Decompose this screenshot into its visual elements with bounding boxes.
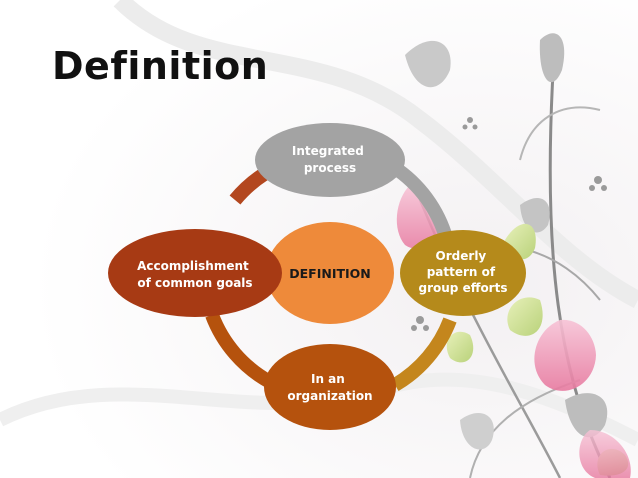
node-accomplishment xyxy=(108,229,282,317)
node-integrated-process xyxy=(255,123,405,197)
svg-text:Accomplishment of common: Accomplishment of common goals xyxy=(137,259,253,290)
node-accomplishment-line-2: of common goals xyxy=(137,276,252,290)
node-orderly-pattern xyxy=(400,230,526,316)
node-in-an-organization-line-2: organization xyxy=(287,389,372,403)
center-node-label: DEFINITION xyxy=(289,266,370,281)
node-integrated-process-line-2: process xyxy=(304,161,356,175)
node-in-an-organization xyxy=(264,344,396,430)
node-orderly-pattern-line-2: pattern of xyxy=(427,265,496,279)
node-accomplishment-line-1: Accomplishment xyxy=(137,259,249,273)
ring-arc-bottom-left xyxy=(205,312,274,389)
node-integrated-process-line-1: Integrated xyxy=(292,144,364,158)
node-orderly-pattern-line-1: Orderly xyxy=(436,249,487,263)
svg-text:Integrated process: Integrated process xyxy=(292,144,368,175)
center-node xyxy=(266,222,394,324)
ring-arc-right-bottom xyxy=(391,317,457,392)
node-orderly-pattern-line-3: group efforts xyxy=(419,281,508,295)
slide-title: Definition xyxy=(52,44,269,88)
node-in-an-organization-line-1: In an xyxy=(311,372,345,386)
svg-text:In an organization: In an organization xyxy=(287,372,372,403)
svg-text:Orderly pattern of: Orderly pattern of group efforts xyxy=(419,249,508,295)
